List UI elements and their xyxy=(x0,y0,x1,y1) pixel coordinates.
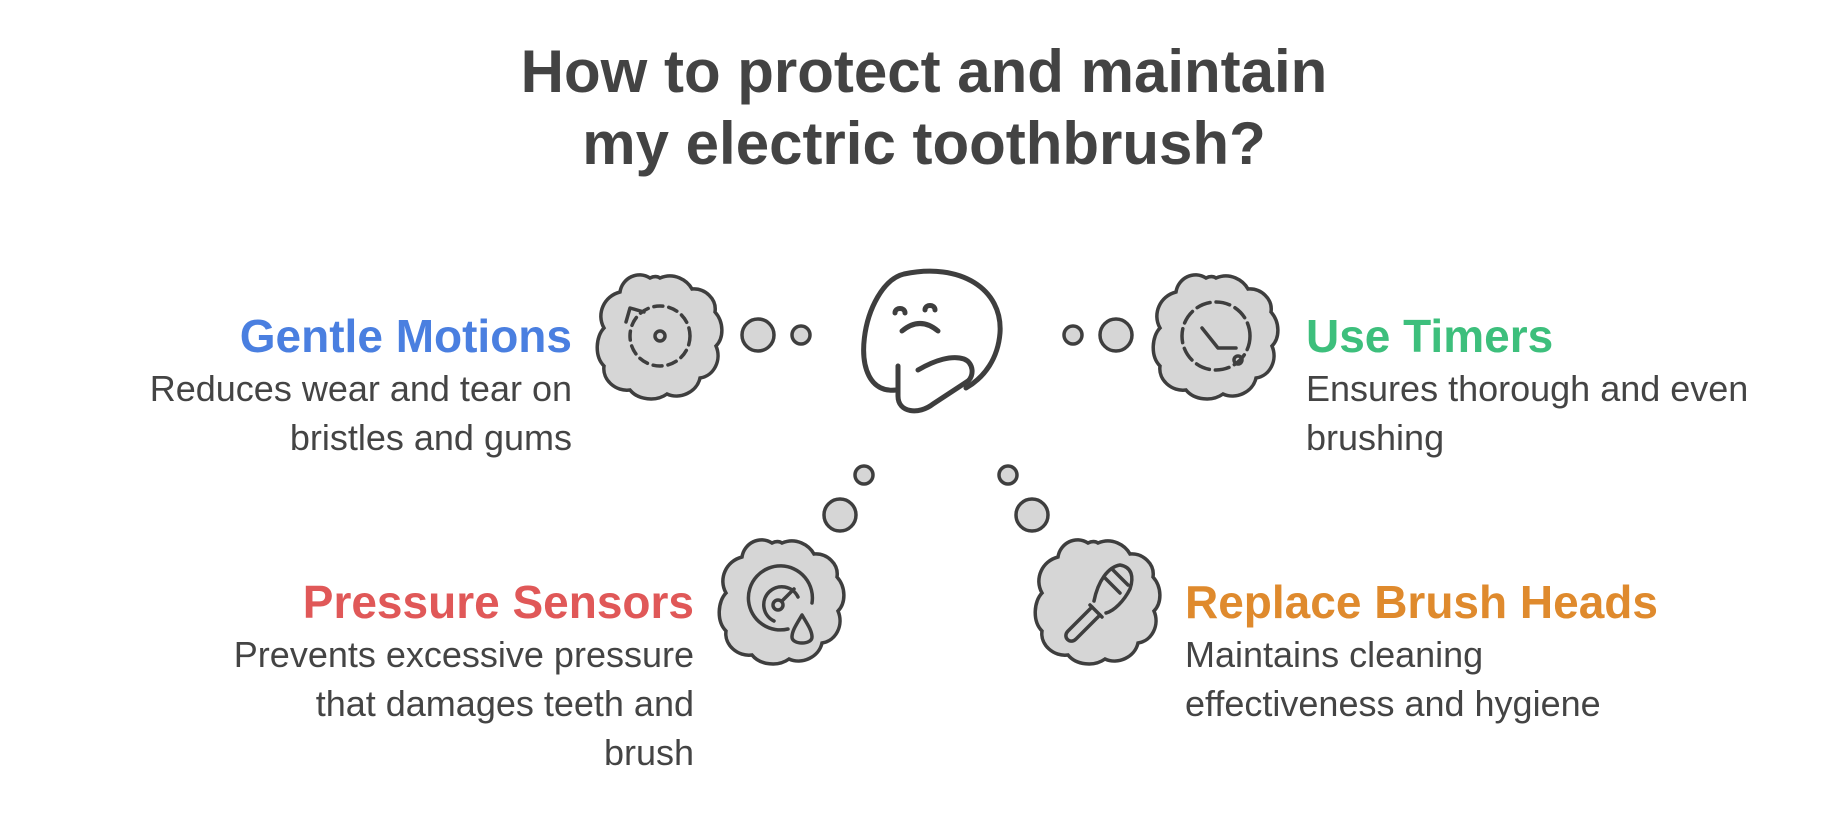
brush-icon xyxy=(1064,563,1134,643)
item-gentle-motions: Gentle Motions Reduces wear and tear on … xyxy=(150,308,572,462)
desc-line: Prevents excessive pressure xyxy=(233,634,694,675)
desc-line: bristles and gums xyxy=(289,417,572,458)
desc-pressure-sensors: Prevents excessive pressure that damages… xyxy=(234,630,694,777)
heading-use-timers: Use Timers xyxy=(1306,310,1554,362)
timer-icon xyxy=(1180,300,1252,372)
connector-dots xyxy=(740,317,1134,533)
heading-pressure-sensors: Pressure Sensors xyxy=(302,576,694,628)
desc-line: effectiveness and hygiene xyxy=(1185,683,1601,724)
rotate-icon xyxy=(624,304,692,368)
item-replace-brush-heads: Replace Brush Heads Maintains cleaning e… xyxy=(1185,574,1658,728)
thinking-face-icon xyxy=(861,268,1003,414)
item-pressure-sensors: Pressure Sensors Prevents excessive pres… xyxy=(234,574,694,777)
desc-line: Ensures thorough and even xyxy=(1306,368,1749,409)
title-line-1: How to protect and maintain xyxy=(520,38,1328,105)
desc-line: that damages teeth and xyxy=(315,683,694,724)
desc-line: Reduces wear and tear on xyxy=(149,368,572,409)
desc-line: brush xyxy=(603,732,694,773)
item-use-timers: Use Timers Ensures thorough and even bru… xyxy=(1306,308,1748,462)
title-line-2: my electric toothbrush? xyxy=(582,110,1266,177)
desc-replace-brush-heads: Maintains cleaning effectiveness and hyg… xyxy=(1185,630,1658,728)
desc-line: Maintains cleaning xyxy=(1185,634,1484,675)
cloud-gentle-motions xyxy=(595,273,724,401)
desc-gentle-motions: Reduces wear and tear on bristles and gu… xyxy=(150,364,572,462)
diagram-title: How to protect and maintain my electric … xyxy=(0,36,1848,180)
heading-gentle-motions: Gentle Motions xyxy=(239,310,572,362)
desc-line: brushing xyxy=(1306,417,1445,458)
heading-replace-brush-heads: Replace Brush Heads xyxy=(1185,576,1658,628)
desc-use-timers: Ensures thorough and even brushing xyxy=(1306,364,1748,462)
cloud-replace-brush-heads xyxy=(1033,538,1162,666)
pressure-gauge-icon xyxy=(746,564,815,645)
cloud-use-timers xyxy=(1151,273,1280,401)
